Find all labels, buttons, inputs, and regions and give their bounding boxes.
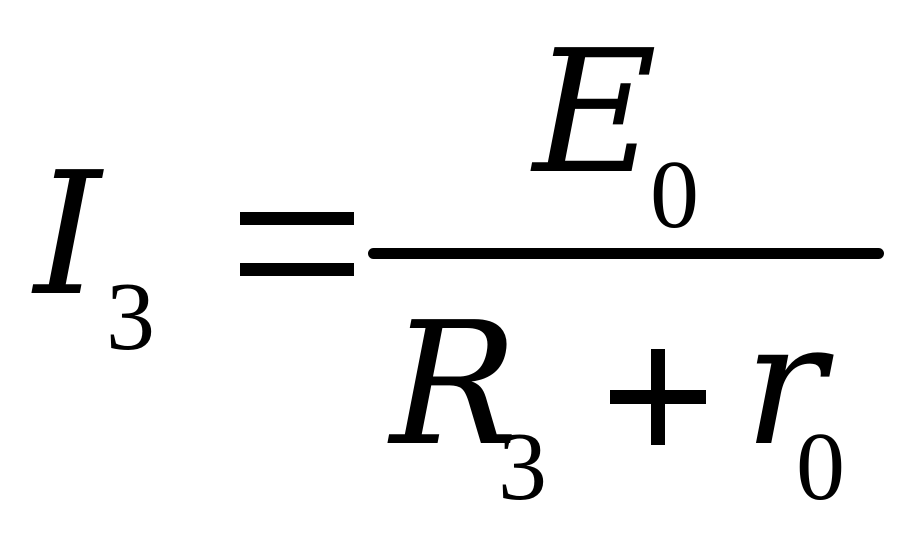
denominator-term2-subscript: 0 — [796, 413, 845, 521]
lhs-subscript: 3 — [106, 263, 155, 371]
denominator-term1-subscript: 3 — [498, 413, 547, 521]
equals-bar-bottom — [240, 263, 354, 276]
numerator-symbol: E — [533, 14, 658, 212]
denominator-term2-symbol: r — [744, 286, 826, 484]
plus-bar-vertical — [651, 349, 665, 445]
fraction-bar — [368, 248, 884, 259]
denominator-term1-symbol: R — [390, 286, 518, 484]
lhs-symbol: I — [34, 136, 102, 334]
numerator-subscript: 0 — [650, 141, 699, 249]
equals-bar-top — [240, 212, 354, 225]
